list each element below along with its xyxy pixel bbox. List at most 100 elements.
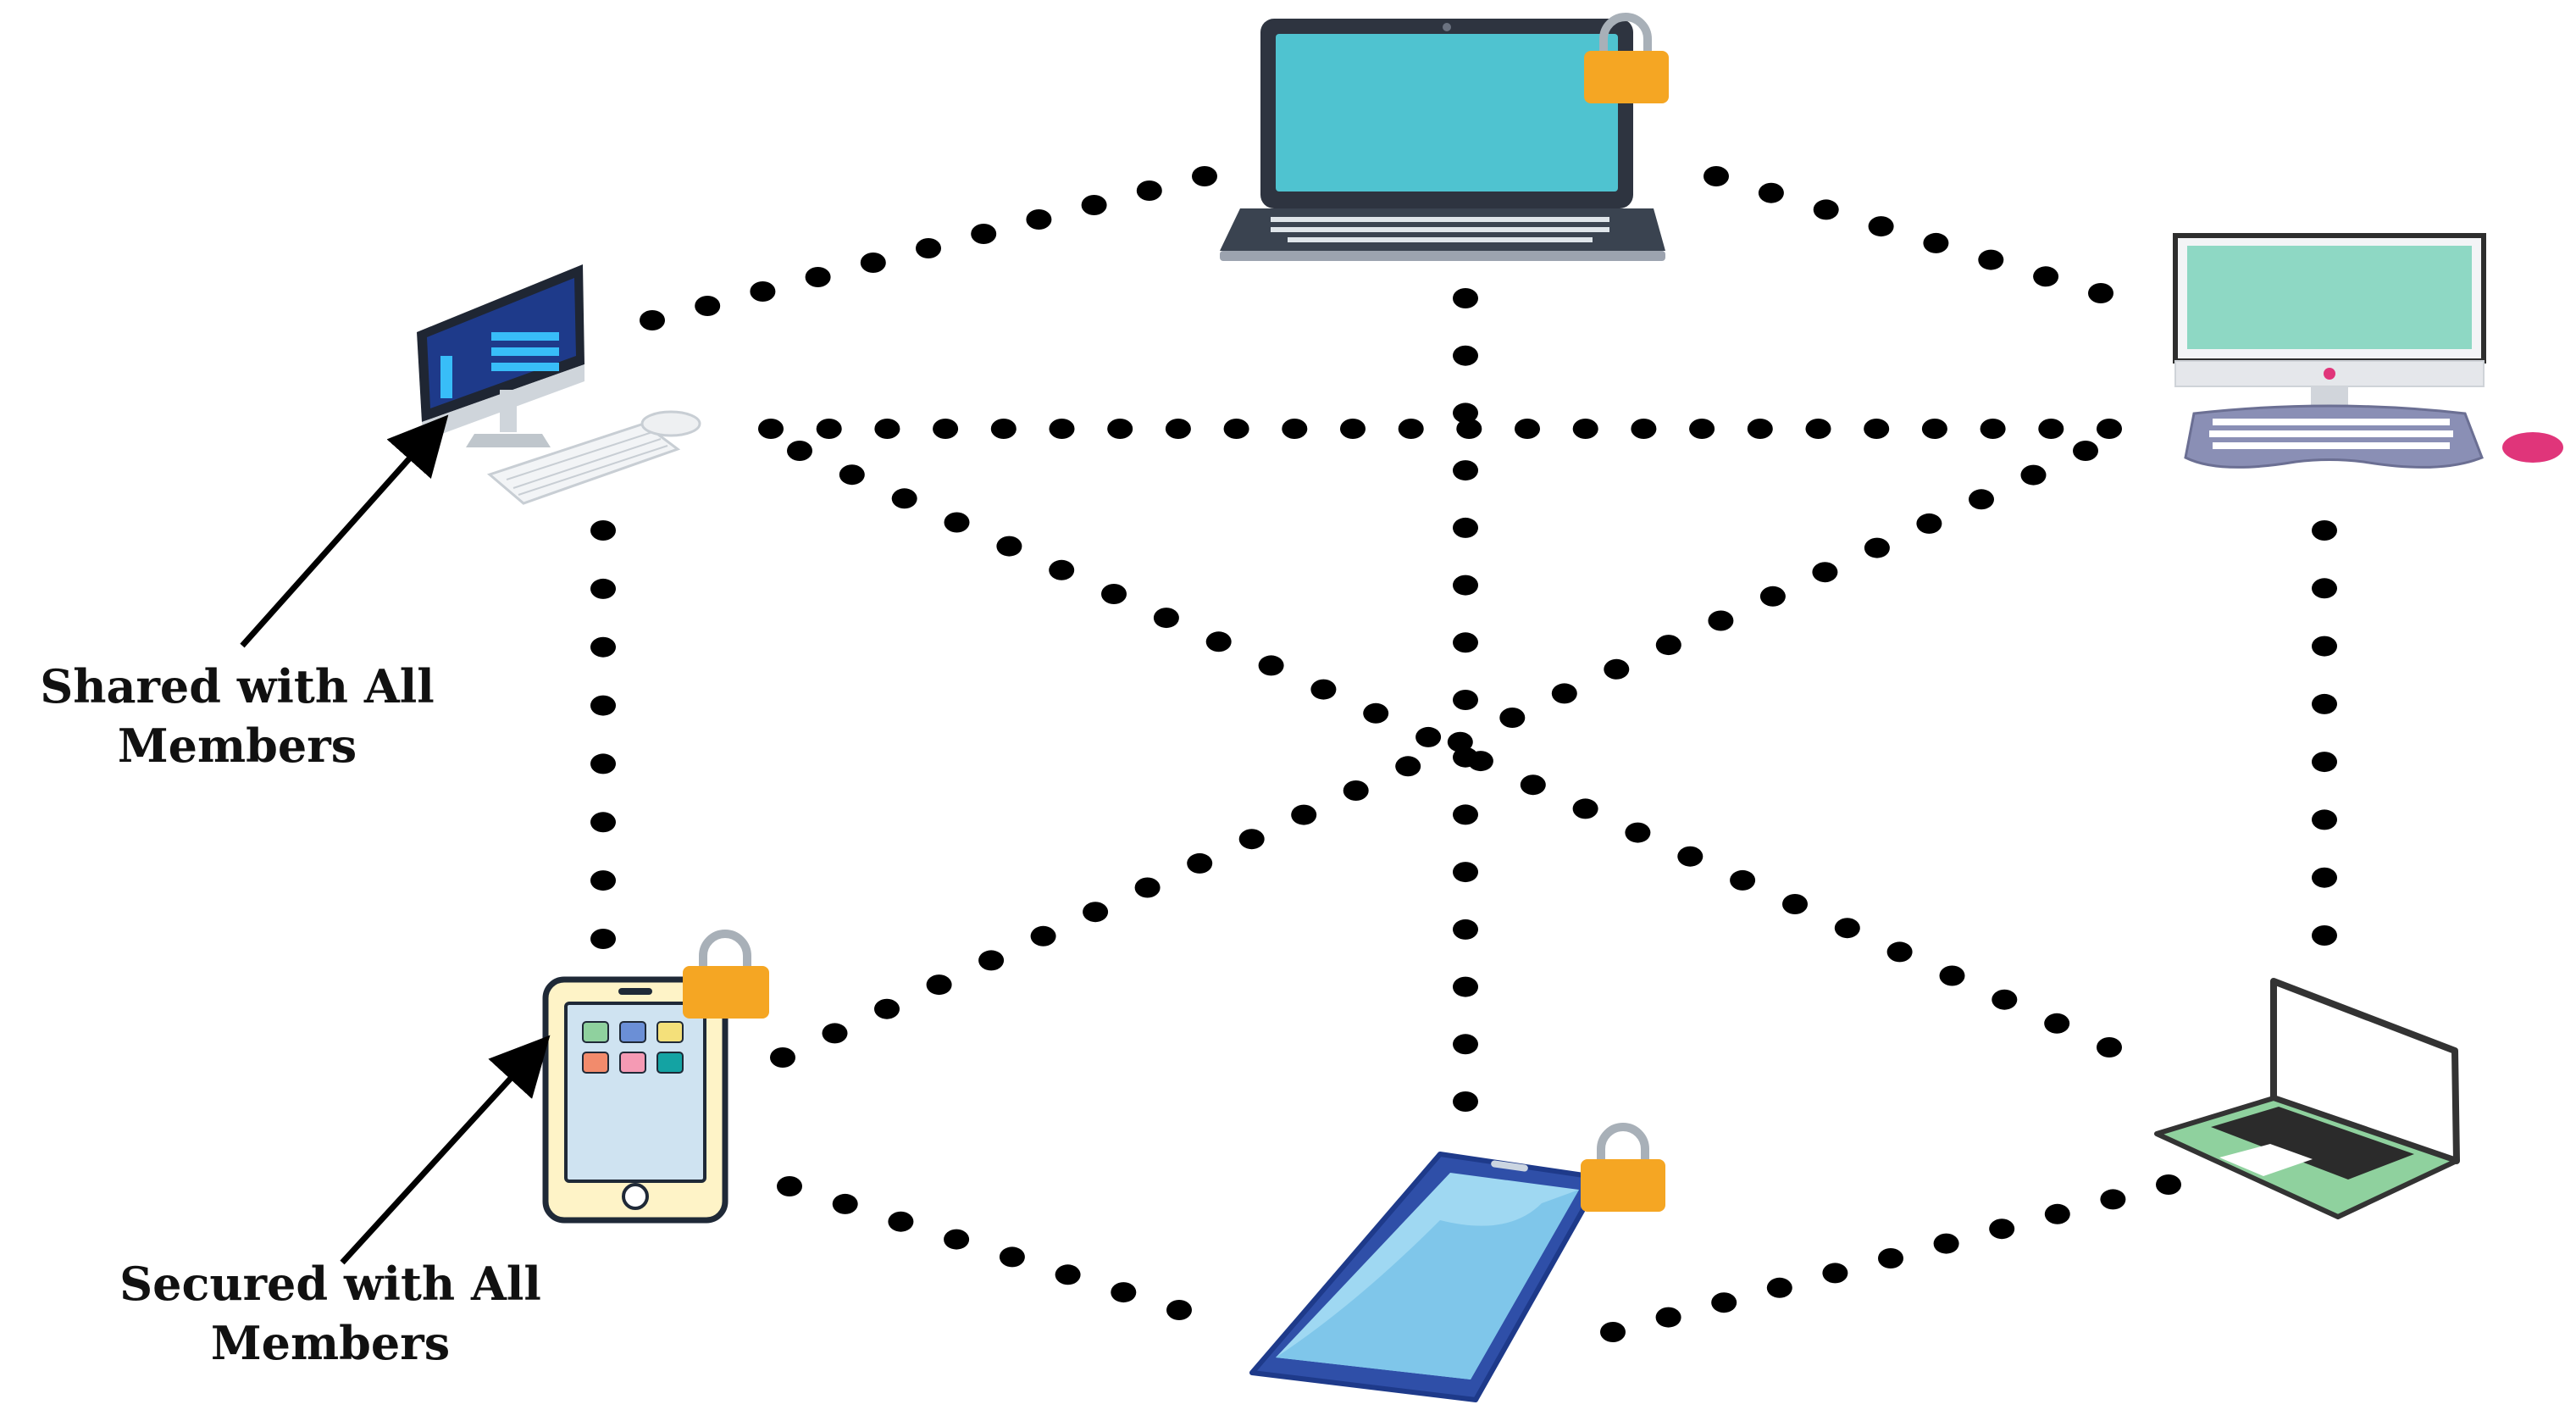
connection-dot bbox=[996, 536, 1022, 557]
connection-dot bbox=[1822, 1263, 1848, 1284]
connection-dot bbox=[1453, 862, 1478, 883]
connection-dot bbox=[1447, 731, 1473, 752]
imac-desktop-icon bbox=[417, 264, 701, 505]
connection-dot bbox=[1520, 774, 1546, 796]
connection-line bbox=[2312, 520, 2337, 946]
connection-dot bbox=[1453, 517, 1478, 538]
connection-dot bbox=[2312, 693, 2337, 714]
connection-dot bbox=[1398, 419, 1424, 439]
connection-dot bbox=[2312, 520, 2337, 541]
connection-dot bbox=[839, 464, 865, 486]
connection-dot bbox=[1049, 419, 1075, 439]
connection-dot bbox=[2097, 419, 2122, 439]
connection-dot bbox=[2100, 1189, 2126, 1210]
connection-dot bbox=[1291, 804, 1317, 825]
connection-dot bbox=[1834, 918, 1860, 939]
connection-dot bbox=[590, 812, 616, 833]
connection-dot bbox=[1758, 182, 1784, 203]
laptop-icon bbox=[1220, 19, 1665, 261]
connection-dot bbox=[1878, 1248, 1903, 1268]
connection-dot bbox=[2020, 464, 2047, 486]
connection-dot bbox=[2038, 419, 2064, 439]
connection-dot bbox=[1453, 288, 1478, 308]
connection-dot bbox=[1989, 1218, 2015, 1240]
connection-dot bbox=[1081, 195, 1107, 215]
connection-dot bbox=[944, 1229, 970, 1250]
connection-dot bbox=[2312, 809, 2337, 830]
connection-dot bbox=[971, 224, 997, 244]
connection-dot bbox=[1730, 869, 1756, 891]
connection-dot bbox=[1343, 780, 1369, 801]
shared-caption-line2: Members bbox=[117, 719, 357, 773]
lock-icon bbox=[1584, 13, 1669, 103]
connection-dot bbox=[1340, 419, 1366, 439]
connection-dot bbox=[1886, 941, 1913, 963]
connection-dot bbox=[2097, 1037, 2122, 1058]
connection-dot bbox=[1812, 562, 1838, 583]
connection-dot bbox=[1453, 1034, 1478, 1055]
connection-dot bbox=[1453, 804, 1478, 825]
connection-line bbox=[770, 441, 2098, 1068]
connection-dot bbox=[805, 267, 831, 287]
connection-dot bbox=[1310, 679, 1337, 700]
connection-dot bbox=[590, 636, 616, 658]
connection-dot bbox=[1868, 216, 1894, 237]
connection-line bbox=[590, 520, 616, 949]
connection-dot bbox=[1572, 798, 1598, 819]
connection-dot bbox=[1467, 751, 1493, 772]
connection-dot bbox=[1992, 989, 2018, 1010]
connection-dot bbox=[1864, 419, 1890, 439]
connection-dot bbox=[1939, 965, 1965, 986]
connection-dot bbox=[787, 441, 812, 461]
connection-dot bbox=[1703, 166, 1729, 186]
connection-dot bbox=[1759, 586, 1786, 607]
connection-dot bbox=[1111, 1282, 1137, 1303]
connection-dot bbox=[1030, 925, 1056, 946]
secured-caption-line2: Members bbox=[210, 1316, 451, 1370]
connection-dot bbox=[860, 253, 886, 273]
connection-dot bbox=[1708, 610, 1734, 631]
connection-dot bbox=[1453, 1091, 1478, 1112]
connection-line bbox=[787, 441, 2122, 1058]
connection-dot bbox=[832, 1193, 858, 1214]
connection-dot bbox=[874, 998, 900, 1019]
connection-dot bbox=[2044, 1203, 2070, 1224]
connection-dot bbox=[1677, 846, 1703, 867]
connection-line bbox=[1703, 166, 2113, 303]
connection-dot bbox=[2312, 867, 2337, 888]
connection-dot bbox=[1101, 584, 1127, 604]
connection-dot bbox=[1415, 726, 1442, 747]
connection-dot bbox=[1026, 209, 1052, 230]
connection-line bbox=[1453, 288, 1478, 1112]
connection-dot bbox=[1453, 632, 1478, 653]
connection-dot bbox=[590, 870, 616, 891]
connection-line bbox=[640, 166, 1217, 330]
connection-dot bbox=[1453, 690, 1478, 710]
connection-dot bbox=[1515, 419, 1540, 439]
connection-dot bbox=[590, 578, 616, 599]
connection-dot bbox=[2088, 283, 2113, 303]
connection-dot bbox=[999, 1246, 1025, 1268]
connection-line bbox=[777, 1176, 1192, 1320]
connection-dot bbox=[1923, 232, 1949, 253]
connection-dot bbox=[874, 419, 900, 439]
connection-dot bbox=[1205, 631, 1232, 652]
connection-dot bbox=[816, 419, 842, 439]
connection-dot bbox=[1395, 756, 1421, 777]
connection-dot bbox=[1453, 402, 1478, 424]
lock-icon bbox=[683, 930, 769, 1019]
connection-dot bbox=[590, 753, 616, 774]
connection-dot bbox=[1978, 249, 2004, 270]
connection-dot bbox=[1747, 419, 1773, 439]
connection-dot bbox=[1711, 1292, 1737, 1313]
connection-dot bbox=[590, 520, 616, 541]
connection-dot bbox=[1187, 852, 1213, 874]
connection-line bbox=[758, 419, 2122, 439]
connection-dot bbox=[2312, 636, 2337, 657]
connection-dot bbox=[1166, 1300, 1192, 1320]
connection-dot bbox=[1055, 1264, 1081, 1285]
connection-dot bbox=[1805, 419, 1831, 439]
tilted-smartphone-icon bbox=[1249, 1152, 1604, 1402]
connection-dot bbox=[944, 512, 970, 533]
